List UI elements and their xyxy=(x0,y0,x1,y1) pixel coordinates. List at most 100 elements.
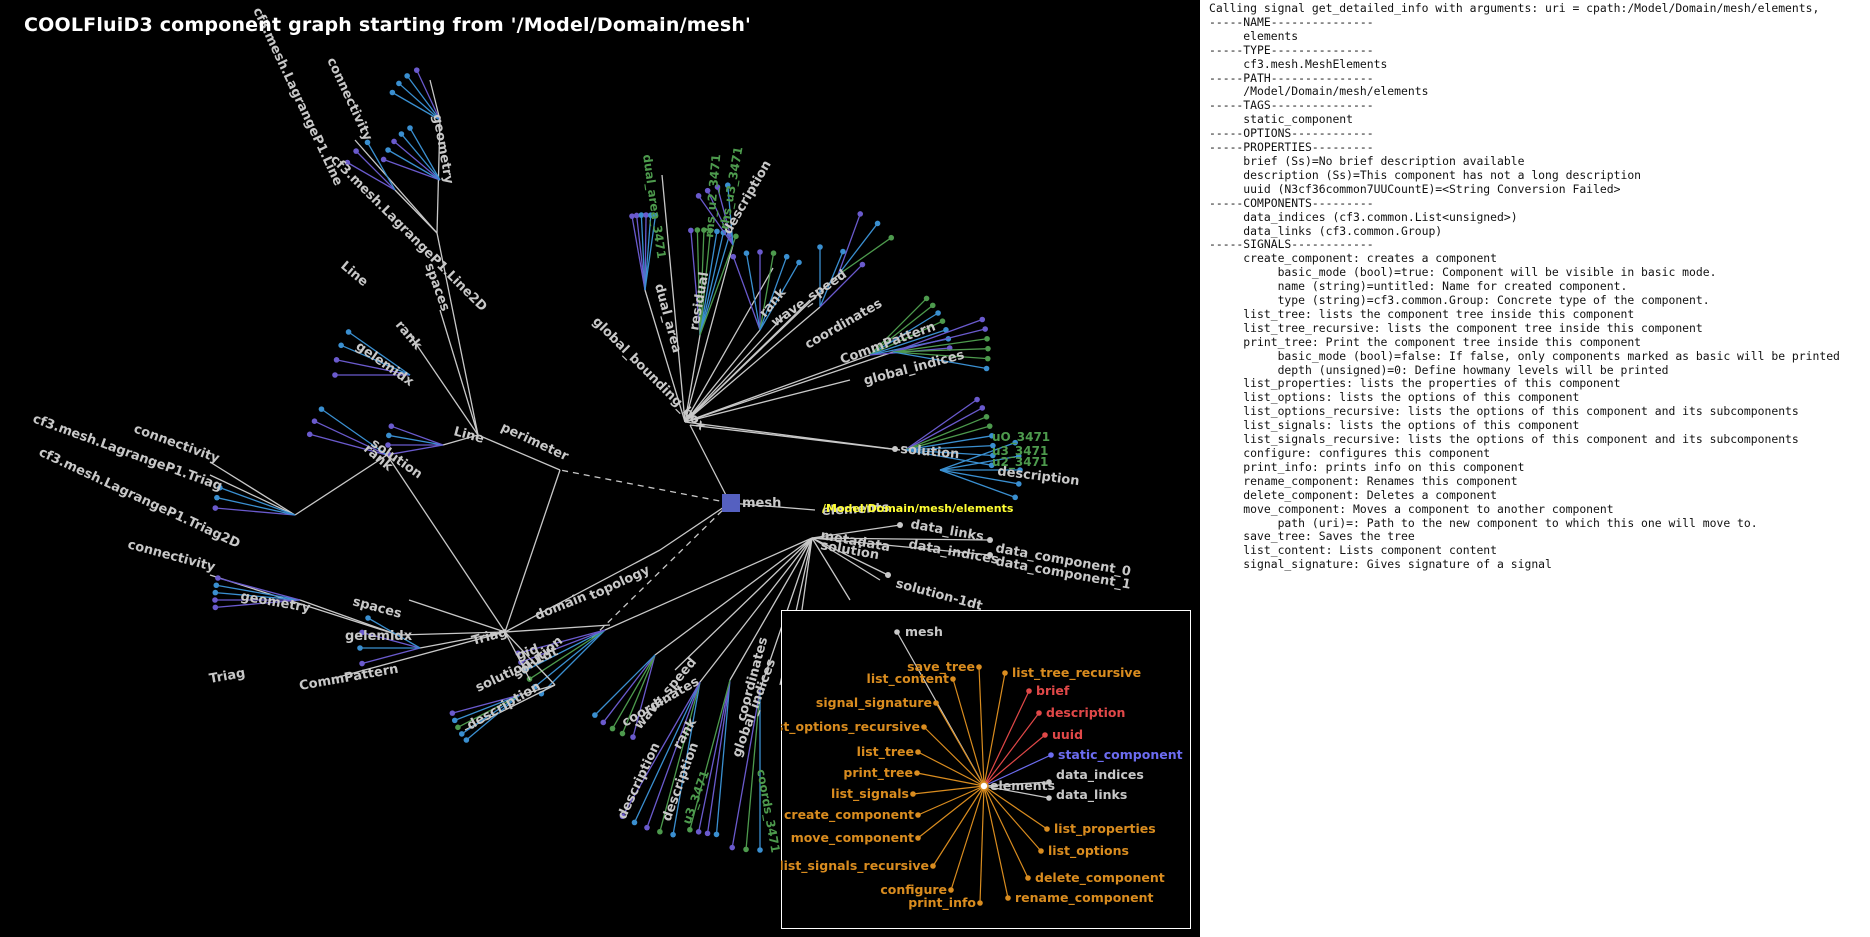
graph-edge xyxy=(621,681,701,817)
graph-edge xyxy=(684,329,761,423)
graph-edge xyxy=(334,631,506,679)
graph-edge xyxy=(659,681,701,832)
graph-edge xyxy=(504,549,661,633)
graph-edge xyxy=(811,537,851,601)
graph-edge xyxy=(644,215,657,291)
inset-label: list_tree_recursive xyxy=(1012,665,1141,681)
inset-label: brief xyxy=(1036,683,1070,698)
inset-node xyxy=(1046,779,1052,785)
info-line: basic_mode (bool)=true: Component will b… xyxy=(1277,265,1717,280)
graph-edge xyxy=(559,469,731,504)
info-line: move_component: Moves a component to ano… xyxy=(1243,501,1614,516)
graph-edge xyxy=(354,139,438,234)
graph-edge xyxy=(690,230,701,336)
graph-edge xyxy=(633,681,701,823)
inset-label: mesh xyxy=(905,624,943,639)
graph-node xyxy=(694,227,701,233)
graph-edge xyxy=(644,214,647,291)
inset-node xyxy=(910,791,916,797)
graph-edge xyxy=(892,348,988,353)
graph-node xyxy=(333,357,340,363)
graph-node xyxy=(451,717,458,724)
graph-edge xyxy=(442,434,479,446)
inset-edge xyxy=(912,785,985,795)
info-line: -----NAME--------------- xyxy=(1209,14,1374,29)
graph-node xyxy=(701,227,707,233)
inset-label: print_info xyxy=(908,895,976,911)
graph-node xyxy=(983,365,990,372)
inset-label: elements xyxy=(990,778,1055,793)
node-label: connectivity xyxy=(323,55,375,143)
graph-edge xyxy=(406,75,441,121)
graph-node xyxy=(979,316,986,323)
inset-edge xyxy=(917,785,985,816)
inset-node xyxy=(1042,732,1048,738)
graph-edge xyxy=(684,267,774,423)
graph-edge xyxy=(400,133,441,181)
info-line: -----OPTIONS------------ xyxy=(1209,126,1374,141)
graph-node xyxy=(695,193,702,199)
inset-node xyxy=(921,724,927,730)
graph-edge xyxy=(388,444,444,456)
graph-edge xyxy=(398,82,441,121)
graph-edge xyxy=(391,425,444,446)
graph-node xyxy=(359,629,365,636)
inset-label: list_options xyxy=(1048,843,1129,859)
info-line: name (string)=untitled: Name for created… xyxy=(1277,279,1628,294)
inset-frame xyxy=(781,610,1191,929)
graph-node xyxy=(935,310,941,316)
highlight-path: /Model/Domain/mesh/elements xyxy=(822,502,1014,515)
graph-edge xyxy=(837,223,879,276)
graph-node xyxy=(215,575,221,581)
graph-edge xyxy=(699,234,731,336)
graph-node xyxy=(982,326,988,332)
inset-node xyxy=(977,900,983,906)
node-label: CommPattern xyxy=(298,662,400,694)
graph-node xyxy=(840,248,846,255)
inset-edge xyxy=(983,785,1050,799)
graph-node xyxy=(600,719,607,726)
graph-edge xyxy=(465,694,521,741)
inset-edge xyxy=(950,785,985,891)
inset-label: delete_component xyxy=(1035,870,1165,886)
graph-edge xyxy=(540,629,606,695)
graph-edge xyxy=(216,584,301,601)
inset-node xyxy=(894,629,900,635)
graph-edge xyxy=(904,449,992,466)
info-text: Calling signal get_detailed_info with ar… xyxy=(1200,0,1870,572)
graph-edge xyxy=(436,232,479,436)
graph-edge xyxy=(939,469,1019,485)
graph-node xyxy=(647,212,654,219)
graph-node xyxy=(212,604,219,611)
graph-node xyxy=(357,645,363,651)
graph-node xyxy=(724,182,731,189)
graph-node xyxy=(704,830,711,837)
graph-edge xyxy=(215,591,301,601)
graph-edge xyxy=(904,449,993,457)
graph-node xyxy=(985,345,991,352)
graph-edge xyxy=(209,474,296,516)
inset-node xyxy=(915,835,921,841)
info-line: /Model/Domain/mesh/elements xyxy=(1243,84,1429,99)
inset-label: uuid xyxy=(1052,727,1083,742)
graph-node xyxy=(212,505,219,511)
graph-edge xyxy=(904,425,990,451)
info-line: Calling signal get_detailed_info with ar… xyxy=(1209,1,1820,15)
graph-node xyxy=(463,737,470,743)
node-label: data_indices xyxy=(907,537,1000,568)
graph-node xyxy=(212,589,219,596)
inset-edge xyxy=(983,754,1052,787)
graph-edge xyxy=(336,359,411,376)
graph-node xyxy=(214,494,220,501)
graph-edge xyxy=(520,629,606,663)
graph-node xyxy=(974,396,980,403)
graph-node xyxy=(990,452,996,459)
inset-node xyxy=(933,700,939,706)
mesh-node xyxy=(722,494,740,512)
graph-node xyxy=(385,147,391,153)
graph-edge xyxy=(383,158,441,181)
graph-node xyxy=(713,831,720,838)
graph-node xyxy=(892,446,898,452)
graph-edge xyxy=(731,689,761,848)
graph-node xyxy=(733,233,739,240)
